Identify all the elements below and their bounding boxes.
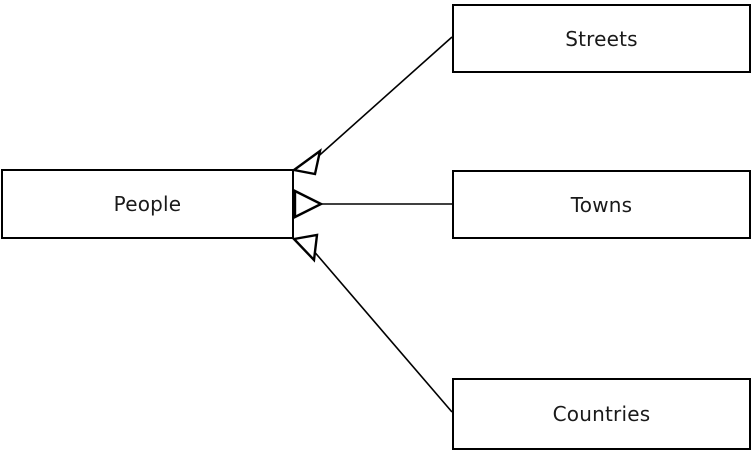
arrowhead-streets-icon bbox=[291, 148, 322, 176]
entity-label-people: People bbox=[113, 192, 182, 216]
entity-box-people[interactable]: People bbox=[1, 169, 294, 239]
connection-people-streets bbox=[312, 36, 453, 162]
arrowhead-countries-icon bbox=[291, 233, 319, 263]
entity-label-streets: Streets bbox=[565, 26, 638, 51]
connection-people-countries bbox=[311, 248, 453, 413]
entity-box-streets[interactable]: Streets bbox=[452, 4, 751, 73]
entity-box-countries[interactable]: Countries bbox=[452, 378, 751, 450]
arrowhead-towns-icon bbox=[293, 189, 324, 219]
entity-label-countries: Countries bbox=[552, 402, 651, 426]
entity-box-towns[interactable]: Towns bbox=[452, 170, 751, 239]
entity-label-towns: Towns bbox=[570, 192, 633, 217]
